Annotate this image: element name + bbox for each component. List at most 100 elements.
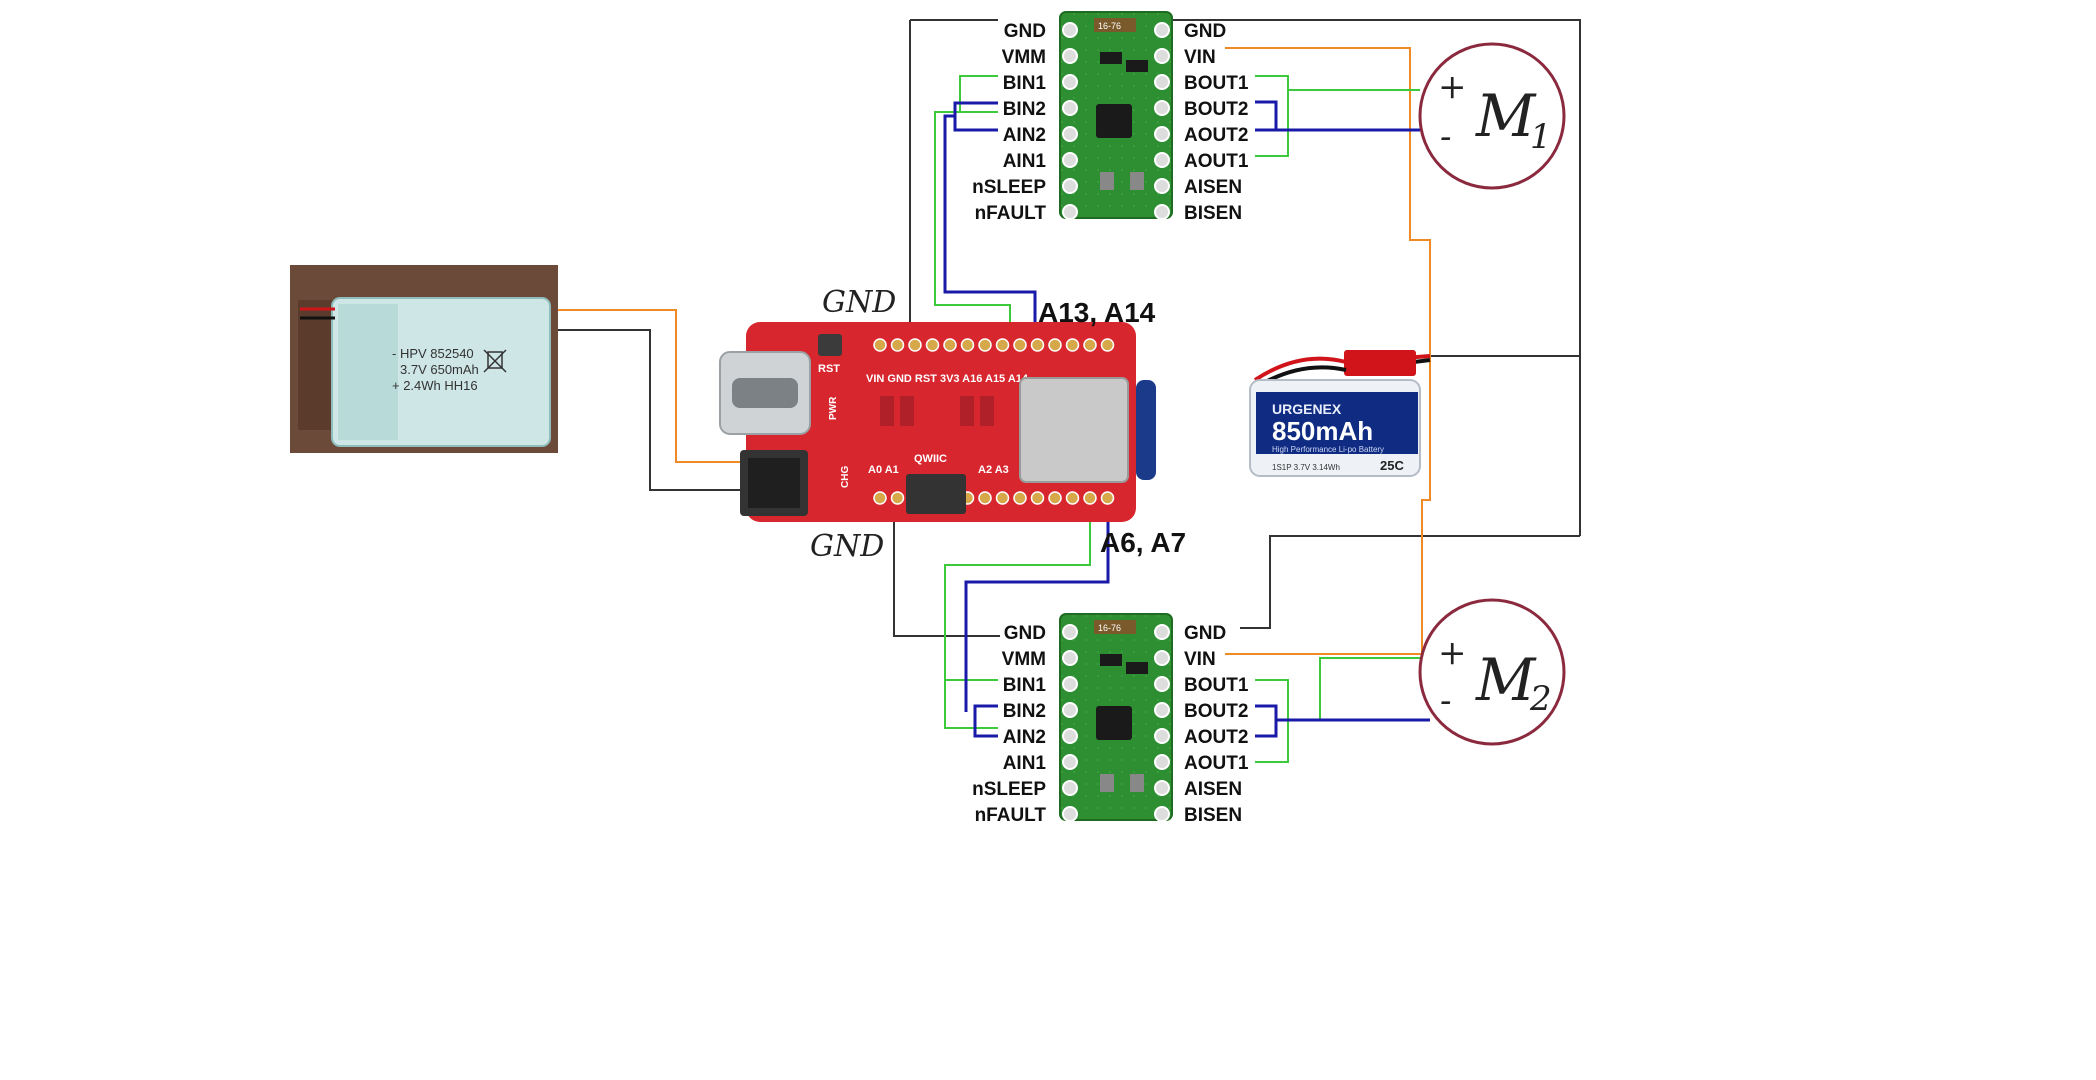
driver-top-pad-left-7 xyxy=(1062,204,1078,220)
driver-top-pin-left-bin2: BIN2 xyxy=(1003,99,1046,120)
wire-a6-green xyxy=(944,470,1091,729)
mcu-pad-top-3 xyxy=(925,338,940,352)
driver-top-pad-left-5 xyxy=(1062,152,1078,168)
reset-button xyxy=(818,334,842,356)
motor-1-plus: + xyxy=(1438,67,1467,107)
gnd-bottom-handwritten: GND xyxy=(810,529,884,564)
wire-a7-blue xyxy=(964,470,1110,712)
qwiic-connector xyxy=(906,474,966,514)
mcu-pad-top-8 xyxy=(1013,338,1027,352)
driver-bottom-pad-right-3 xyxy=(1154,702,1170,718)
driver-bottom-pin-left-vmm: VMM xyxy=(1002,649,1046,670)
big-battery-capacity: 850mAh xyxy=(1272,416,1373,446)
driver-bottom-pin-right-bout2: BOUT2 xyxy=(1184,701,1248,722)
small-battery-line3: + 2.4Wh HH16 xyxy=(392,378,478,393)
driver-top-pin-left-ain2: AIN2 xyxy=(1003,125,1046,146)
mcu-pad-bottom-9 xyxy=(1030,491,1045,505)
wire-small-battery-black xyxy=(558,329,740,491)
driver-top-pin-left-ain1: AIN1 xyxy=(1003,151,1047,172)
driver-bottom-pad-left-1 xyxy=(1062,650,1078,666)
driver-top-chip-label: 16-76 xyxy=(1098,21,1121,31)
driver-top-pad-left-6 xyxy=(1062,178,1078,194)
driver-bottom-pad-right-5 xyxy=(1154,754,1170,770)
driver-top-pad-right-6 xyxy=(1154,178,1170,194)
driver-bottom-header-cap xyxy=(1094,620,1136,634)
driver-top-pin-right-aisen: AISEN xyxy=(1184,177,1242,198)
driver-bottom-chip-label: 16-76 xyxy=(1098,623,1121,633)
wire-a13-green xyxy=(959,75,998,113)
big-battery-brand: URGENEX xyxy=(1272,401,1342,417)
driver-top-pad-right-0 xyxy=(1154,22,1170,38)
rf-module xyxy=(1019,377,1129,483)
recycle-bin-icon xyxy=(483,349,507,373)
driver-top-pin-right-gnd: GND xyxy=(1184,21,1226,42)
driver-bottom-pad-left-4 xyxy=(1062,728,1078,744)
driver-bottom-pin-right-aout1: AOUT1 xyxy=(1184,753,1249,774)
driver-bottom-pad-left-3 xyxy=(1062,702,1078,718)
motor-1-label: M xyxy=(1475,82,1537,150)
driver-bottom-pin-right-bisen: BISEN xyxy=(1184,805,1242,826)
driver-bottom-pin-left-ain2: AIN2 xyxy=(1003,727,1046,748)
driver-top-header-cap xyxy=(1094,18,1136,32)
mcu-pad-bottom-10 xyxy=(1048,491,1062,505)
mcu-pad-bottom-8 xyxy=(1013,491,1027,505)
wire-m1-blue xyxy=(1255,100,1278,132)
driver-top-pad-right-4 xyxy=(1154,126,1170,142)
motor-2-sub: 2 xyxy=(1529,679,1552,719)
mcu-pad-top-11 xyxy=(1065,338,1080,352)
driver-bottom-chip xyxy=(1096,706,1132,740)
big-battery-spec: 1S1P 3.7V 3.14Wh xyxy=(1272,463,1340,472)
driver-bottom-pad-left-0 xyxy=(1062,624,1078,640)
wire-small-battery-red xyxy=(558,309,760,463)
wire-vin-top xyxy=(1225,47,1431,360)
small-lipo-battery: - HPV 852540 3.7V 650mAh + 2.4Wh HH16 xyxy=(290,265,558,453)
mcu-pad-bottom-6 xyxy=(978,491,992,505)
driver-bottom-pin-right-vin: VIN xyxy=(1184,649,1216,670)
mcu-pad-top-4 xyxy=(943,338,957,352)
mcu-pad-top-2 xyxy=(908,338,922,352)
driver-top-pad-right-3 xyxy=(1154,100,1170,116)
mcu-pad-bottom-11 xyxy=(1065,491,1080,505)
driver-bottom-pad-right-7 xyxy=(1154,806,1170,822)
driver-top-pin-right-bisen: BISEN xyxy=(1184,203,1242,224)
mcu-pad-bottom-12 xyxy=(1083,491,1097,505)
driver-bottom-pad-left-5 xyxy=(1062,754,1078,770)
driver-top-pin-left-gnd: GND xyxy=(1004,21,1046,42)
motor-1-minus: - xyxy=(1440,117,1452,157)
wire-vin-bottom xyxy=(1225,360,1431,655)
small-battery-line2: 3.7V 650mAh xyxy=(400,362,479,377)
driver-top-pad-left-2 xyxy=(1062,74,1078,90)
driver-top-pin-right-bout2: BOUT2 xyxy=(1184,99,1248,120)
mcu-pad-top-9 xyxy=(1030,338,1045,352)
mcu-pad-top-7 xyxy=(995,338,1010,352)
wire-m1-green xyxy=(1255,75,1289,157)
pwr-label: PWR xyxy=(828,396,839,420)
motor-2: + - M 2 xyxy=(1418,598,1566,746)
driver-bottom-pin-right-aout2: AOUT2 xyxy=(1184,727,1248,748)
driver-top-pad-left-0 xyxy=(1062,22,1078,38)
driver-top-pad-right-7 xyxy=(1154,204,1170,220)
wire-a13-green-long xyxy=(934,111,1011,350)
driver-bottom-pad-left-7 xyxy=(1062,806,1078,822)
mcu-pad-top-1 xyxy=(890,338,905,352)
motor-2-plus: + xyxy=(1438,633,1467,673)
chg-label: CHG xyxy=(840,466,851,488)
driver-bottom-pad-right-0 xyxy=(1154,624,1170,640)
silk-bottom-right: A2 A3 xyxy=(978,464,1009,476)
driver-top-pad-right-2 xyxy=(1154,74,1170,90)
wire-gnd-bottom-driver xyxy=(1240,535,1580,629)
driver-top-pad-left-1 xyxy=(1062,48,1078,64)
mcu-pad-bottom-1 xyxy=(890,491,905,505)
wire-a7-blue-b xyxy=(973,704,998,738)
driver-top-pin-right-aout1: AOUT1 xyxy=(1184,151,1249,172)
mcu-pad-top-12 xyxy=(1083,338,1097,352)
driver-top-pin-left-bin1: BIN1 xyxy=(1003,73,1047,94)
big-battery-rating: 25C xyxy=(1380,458,1404,473)
driver-bottom-pin-left-nfault: nFAULT xyxy=(975,805,1047,826)
driver-bottom-pin-right-aisen: AISEN xyxy=(1184,779,1242,800)
gnd-top-handwritten: GND xyxy=(822,285,896,320)
top-header-pins xyxy=(873,338,1115,352)
